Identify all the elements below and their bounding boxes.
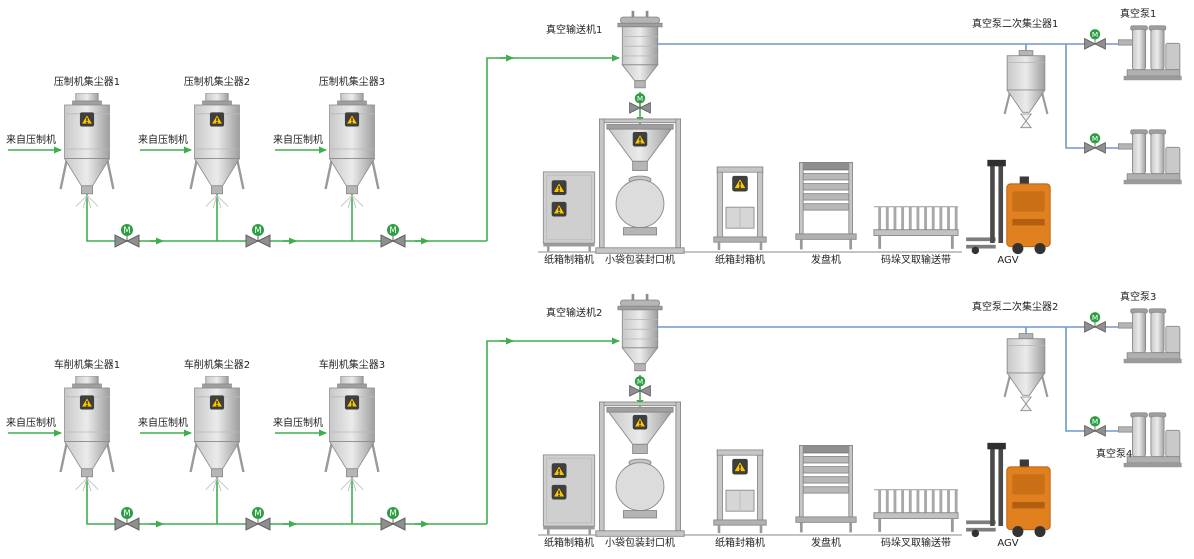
secondary-collector-label: 真空泵二次集尘器2 — [972, 302, 1059, 313]
pump-label: 真空泵4 — [1096, 449, 1133, 460]
machine-label: 码垛叉取输送带 — [881, 255, 951, 266]
collector-label: 车削机集尘器2 — [183, 360, 251, 371]
carton-forming-machine[interactable] — [543, 172, 594, 252]
secondary-collector-label: 真空泵二次集尘器1 — [972, 19, 1059, 30]
source-label: 来自压制机 — [273, 135, 323, 146]
machine-label: AGV — [997, 255, 1019, 266]
tray-dispenser[interactable] — [794, 444, 858, 534]
vacuum-pipe-branch — [1065, 327, 1118, 432]
dust-collector-2[interactable] — [191, 376, 244, 491]
secondary-dust-collector[interactable] — [1003, 333, 1049, 412]
carton-sealing-machine[interactable] — [714, 450, 767, 533]
collector-3-valve[interactable] — [380, 506, 406, 531]
palletizing-conveyor[interactable] — [872, 205, 960, 250]
dust-collector-1[interactable] — [61, 376, 114, 491]
source-label: 来自压制机 — [138, 418, 188, 429]
machine-label: 发盘机 — [811, 538, 841, 549]
vacuum-pipe-branch — [1065, 44, 1118, 149]
riser-pipe — [486, 54, 620, 241]
collector-1-valve[interactable] — [114, 223, 140, 248]
source-label: 来自压制机 — [6, 135, 56, 146]
process-line-1 — [8, 10, 1182, 255]
machine-label: 小袋包装封口机 — [605, 255, 675, 266]
carton-sealing-machine[interactable] — [714, 167, 767, 250]
pump-b-inlet-valve[interactable] — [1084, 415, 1106, 437]
vacuum-pump-b[interactable] — [1118, 129, 1182, 185]
vacuum-conveyor[interactable] — [616, 293, 664, 373]
dust-collector-1[interactable] — [61, 93, 114, 208]
pump-label: 真空泵3 — [1120, 292, 1157, 303]
agv-forklift[interactable] — [966, 159, 1051, 255]
machine-label: 纸箱制箱机 — [544, 538, 594, 549]
product-pipe-main — [86, 477, 487, 525]
dust-collector-2[interactable] — [191, 93, 244, 208]
pump-label: 真空泵1 — [1120, 9, 1157, 20]
agv-forklift[interactable] — [966, 442, 1051, 538]
vacuum-conveyor[interactable] — [616, 10, 664, 90]
conveyor-label: 真空输送机2 — [546, 308, 603, 319]
secondary-dust-collector[interactable] — [1003, 50, 1049, 129]
process-line-2 — [8, 293, 1182, 538]
collector-label: 压制机集尘器1 — [53, 77, 121, 88]
collector-2-valve[interactable] — [245, 223, 271, 248]
machine-label: 纸箱封箱机 — [715, 538, 765, 549]
source-label: 来自压制机 — [138, 135, 188, 146]
machine-label: 发盘机 — [811, 255, 841, 266]
bag-packing-machine[interactable] — [596, 402, 684, 536]
tray-dispenser[interactable] — [794, 161, 858, 251]
collector-label: 车削机集尘器3 — [318, 360, 386, 371]
source-label: 来自压制机 — [273, 418, 323, 429]
pump-a-inlet-valve[interactable] — [1084, 28, 1106, 50]
collector-3-valve[interactable] — [380, 223, 406, 248]
vacuum-pump-a[interactable] — [1118, 25, 1182, 81]
machine-label: 纸箱封箱机 — [715, 255, 765, 266]
dust-collector-3[interactable] — [326, 93, 379, 208]
vacuum-pump-a[interactable] — [1118, 308, 1182, 364]
machine-label: AGV — [997, 538, 1019, 549]
riser-pipe — [486, 337, 620, 524]
palletizing-conveyor[interactable] — [872, 488, 960, 533]
machine-label: 纸箱制箱机 — [544, 255, 594, 266]
source-label: 来自压制机 — [6, 418, 56, 429]
collector-1-valve[interactable] — [114, 506, 140, 531]
product-pipe-main — [86, 194, 487, 242]
pump-a-inlet-valve[interactable] — [1084, 311, 1106, 333]
machine-label: 码垛叉取输送带 — [881, 538, 951, 549]
collector-label: 压制机集尘器3 — [318, 77, 386, 88]
collector-label: 车削机集尘器1 — [53, 360, 121, 371]
machine-label: 小袋包装封口机 — [605, 538, 675, 549]
conveyor-label: 真空输送机1 — [546, 25, 603, 36]
dust-collector-3[interactable] — [326, 376, 379, 491]
bag-packing-machine[interactable] — [596, 119, 684, 253]
carton-forming-machine[interactable] — [543, 455, 594, 535]
pump-b-inlet-valve[interactable] — [1084, 132, 1106, 154]
collector-2-valve[interactable] — [245, 506, 271, 531]
collector-label: 压制机集尘器2 — [183, 77, 251, 88]
